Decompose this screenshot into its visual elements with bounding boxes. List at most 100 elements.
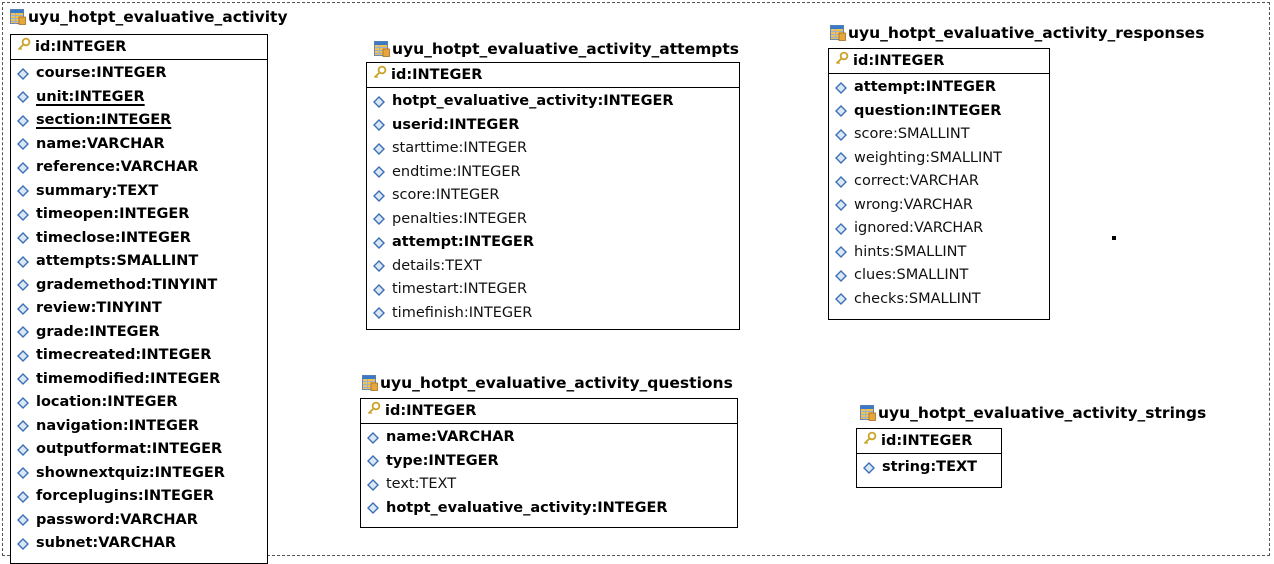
field-icon — [373, 236, 385, 249]
field-icon — [835, 246, 847, 259]
field-label: reference:VARCHAR — [36, 159, 199, 175]
field-label: string:TEXT — [882, 459, 978, 475]
field-icon — [17, 161, 29, 174]
field-icon — [367, 455, 379, 468]
field-icon — [373, 142, 385, 155]
field-icon — [17, 185, 29, 198]
entity-title: uyu_hotpt_evaluative_activity_attempts — [374, 38, 739, 60]
diagram-frame — [2, 2, 1270, 556]
field-label: timecreated:INTEGER — [36, 347, 212, 363]
field-icon — [835, 81, 847, 94]
field-row: correct:VARCHAR — [829, 170, 1049, 194]
field-list: string:TEXT — [857, 454, 1001, 480]
field-row: checks:SMALLINT — [829, 288, 1049, 312]
field-icon — [863, 461, 875, 474]
field-icon — [367, 478, 379, 491]
field-list: name:VARCHAR type:INTEGER text:TEXT hotpt_e… — [361, 424, 737, 520]
field-label: attempt:INTEGER — [854, 79, 996, 95]
stray-dot — [1112, 236, 1116, 240]
field-label: type:INTEGER — [386, 452, 499, 469]
field-icon — [17, 373, 29, 386]
field-row: summary:TEXT — [11, 180, 267, 204]
primary-key-label: id:INTEGER — [391, 67, 483, 83]
field-row: timecreated:INTEGER — [11, 344, 267, 368]
field-label: penalties:INTEGER — [392, 210, 527, 227]
field-row: timefinish:INTEGER — [367, 302, 739, 326]
field-label: subnet:VARCHAR — [36, 535, 177, 551]
field-label: text:TEXT — [386, 476, 457, 492]
field-icon — [17, 208, 29, 221]
table-icon — [362, 375, 378, 391]
field-row: navigation:INTEGER — [11, 415, 267, 439]
field-row: name:VARCHAR — [361, 426, 737, 450]
field-label: details:TEXT — [392, 257, 482, 274]
primary-key-row: id:INTEGER — [829, 49, 1049, 74]
field-icon — [17, 255, 29, 268]
field-row: timeclose:INTEGER — [11, 227, 267, 251]
field-icon — [17, 232, 29, 245]
field-label: checks:SMALLINT — [854, 290, 981, 307]
field-label: attempt:INTEGER — [392, 234, 534, 250]
field-icon — [835, 128, 847, 141]
field-row: details:TEXT — [367, 255, 739, 279]
key-icon — [863, 429, 881, 453]
field-label: hotpt_evaluative_activity:INTEGER — [386, 499, 668, 516]
field-label: timefinish:INTEGER — [392, 304, 533, 321]
field-label: timemodified:INTEGER — [36, 370, 221, 387]
field-row: reference:VARCHAR — [11, 156, 267, 180]
field-icon — [373, 95, 385, 108]
field-icon — [367, 502, 379, 515]
field-icon — [373, 189, 385, 202]
field-icon — [17, 467, 29, 480]
field-row: clues:SMALLINT — [829, 264, 1049, 288]
primary-key-label: id:INTEGER — [35, 39, 127, 55]
field-icon — [835, 152, 847, 165]
field-row: grade:INTEGER — [11, 321, 267, 345]
field-row: hotpt_evaluative_activity:INTEGER — [361, 497, 737, 521]
field-label: navigation:INTEGER — [36, 417, 199, 434]
field-label: weighting:SMALLINT — [854, 149, 1002, 166]
field-row: score:INTEGER — [367, 184, 739, 208]
field-row: hints:SMALLINT — [829, 241, 1049, 265]
field-row: attempt:INTEGER — [367, 231, 739, 255]
field-label: course:INTEGER — [36, 65, 167, 81]
entity-box: id:INTEGER course:INTEGER unit:INTEGER sec… — [10, 34, 268, 564]
table-icon — [374, 41, 390, 57]
primary-key-row: id:INTEGER — [857, 429, 1001, 454]
field-label: score:SMALLINT — [854, 126, 970, 142]
field-label: starttime:INTEGER — [392, 140, 528, 156]
field-icon — [17, 114, 29, 127]
field-label: score:INTEGER — [392, 187, 500, 203]
field-icon — [17, 490, 29, 503]
field-row: timeopen:INTEGER — [11, 203, 267, 227]
field-label: clues:SMALLINT — [854, 267, 969, 283]
field-label: hotpt_evaluative_activity:INTEGER — [392, 93, 674, 109]
field-label: section:INTEGER — [36, 112, 172, 128]
table-icon — [830, 25, 846, 41]
field-row: penalties:INTEGER — [367, 208, 739, 232]
entity-title: uyu_hotpt_evaluative_activity_strings — [860, 402, 1206, 424]
field-icon — [373, 119, 385, 132]
field-row: outputformat:INTEGER — [11, 438, 267, 462]
entity-title-text: uyu_hotpt_evaluative_activity_strings — [878, 404, 1207, 422]
table-icon — [10, 9, 26, 25]
field-icon — [373, 166, 385, 179]
entity-title: uyu_hotpt_evaluative_activity_questions — [362, 372, 733, 394]
field-label: ignored:VARCHAR — [854, 220, 984, 236]
field-row: unit:INTEGER — [11, 86, 267, 110]
field-row: location:INTEGER — [11, 391, 267, 415]
key-icon — [367, 399, 385, 423]
field-label: correct:VARCHAR — [854, 173, 979, 189]
key-icon — [17, 35, 35, 59]
field-icon — [835, 199, 847, 212]
field-icon — [17, 443, 29, 456]
field-label: unit:INTEGER — [36, 88, 145, 105]
field-row: hotpt_evaluative_activity:INTEGER — [367, 90, 739, 114]
primary-key-row: id:INTEGER — [367, 63, 739, 88]
field-row: string:TEXT — [857, 456, 1001, 480]
field-icon — [17, 396, 29, 409]
entity-title-text: uyu_hotpt_evaluative_activity_attempts — [392, 40, 739, 58]
field-label: name:VARCHAR — [386, 429, 515, 445]
field-row: wrong:VARCHAR — [829, 194, 1049, 218]
